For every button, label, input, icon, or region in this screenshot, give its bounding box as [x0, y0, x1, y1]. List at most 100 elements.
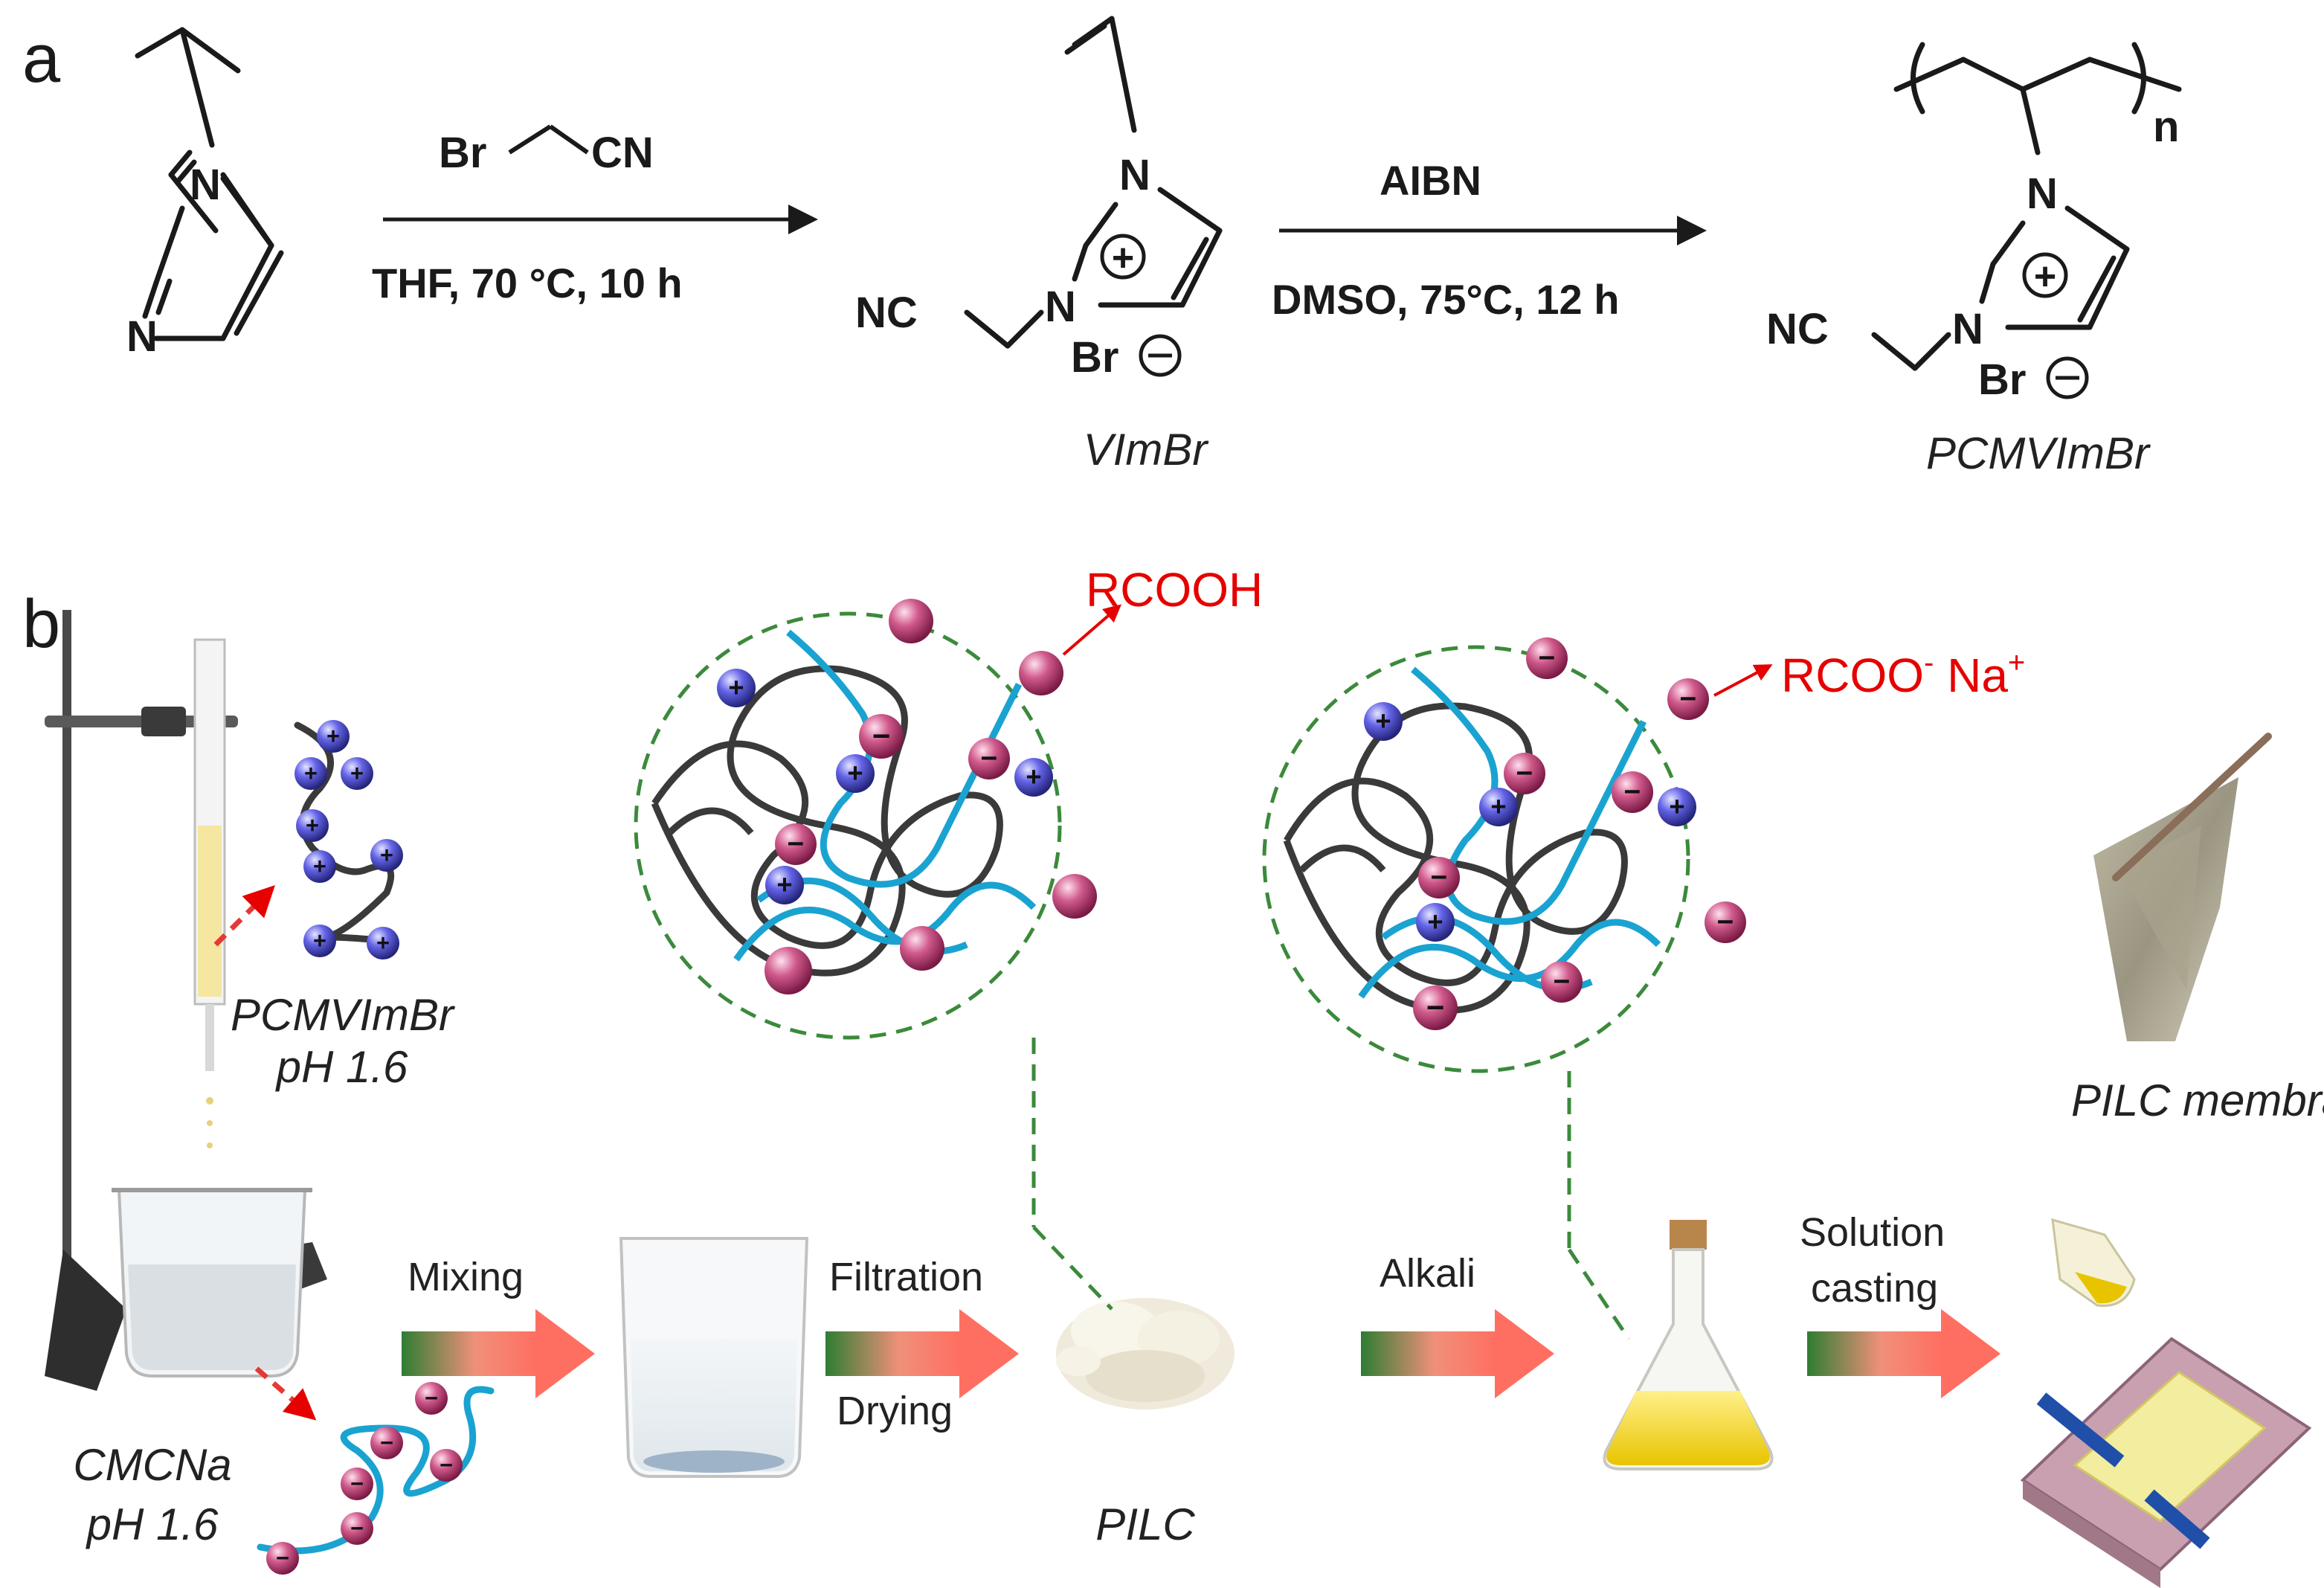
- svg-text:−: −: [1554, 966, 1571, 998]
- svg-text:+: +: [350, 760, 364, 786]
- anion-bead: −: [968, 738, 1010, 779]
- svg-text:−: −: [440, 1452, 453, 1478]
- membrane-label: PILC membrane: [2071, 1076, 2324, 1125]
- svg-text:−: −: [1624, 777, 1641, 809]
- anion-bead: −: [1418, 857, 1460, 899]
- alkali-arrow-shaft: [1361, 1331, 1495, 1376]
- anion-bead: [1052, 874, 1097, 919]
- anion-bead: −: [1612, 771, 1653, 813]
- acid-pointer: [1062, 604, 1122, 656]
- mold-clamp-right: [2144, 1489, 2210, 1549]
- svg-text:+: +: [1112, 237, 1134, 280]
- svg-text:+: +: [313, 853, 326, 879]
- vimbr-name: VImBr: [1084, 425, 1209, 475]
- reagent-cn: CN: [591, 129, 654, 177]
- casting-arrow-head: [1941, 1309, 2000, 1398]
- polycation-ph: pH 1.6: [275, 1042, 408, 1092]
- mixing-arrow-shaft: [402, 1331, 535, 1376]
- anion-bead: −: [430, 1449, 463, 1482]
- svg-text:+: +: [1490, 791, 1506, 822]
- alkali-arrow-head: [1495, 1309, 1554, 1398]
- svg-text:+: +: [1375, 706, 1391, 736]
- beaker-cmcna: [112, 1188, 312, 1378]
- cation-bead: +: [367, 927, 399, 959]
- zoom1-group: RCOOH: [1086, 563, 1263, 617]
- vimbr-n-top: N: [1119, 151, 1150, 199]
- cation-bead: +: [303, 850, 336, 883]
- svg-text:−: −: [1426, 990, 1445, 1025]
- anion-bead: −: [341, 1468, 373, 1500]
- svg-text:+: +: [847, 758, 863, 788]
- svg-text:−: −: [1717, 907, 1734, 939]
- cation-bead: +: [1014, 758, 1053, 797]
- svg-text:+: +: [326, 723, 340, 749]
- burette: [193, 638, 226, 1148]
- vimbr-plus-charge: +: [1100, 234, 1146, 280]
- pcmvimbr-br: Br: [1978, 356, 2026, 404]
- beaker-mixture: [619, 1237, 809, 1478]
- svg-text:+: +: [728, 672, 744, 703]
- dashed-arrow-polyanion: [254, 1366, 317, 1421]
- filtration-arrow-shaft: [825, 1331, 959, 1376]
- svg-text:−: −: [1516, 758, 1533, 790]
- svg-text:−: −: [981, 743, 998, 775]
- svg-text:−: −: [350, 1515, 364, 1541]
- polyanion-label: CMCNa: [73, 1440, 231, 1490]
- cation-bead: +: [1364, 702, 1403, 741]
- svg-text:−: −: [350, 1470, 364, 1497]
- monomer-n3: N: [126, 312, 158, 361]
- cation-bead: +: [296, 809, 329, 842]
- zoom2-sup-minus: -: [1924, 646, 1934, 679]
- cation-bead: +: [370, 839, 403, 872]
- zoom2-text: RCOO- Na+: [1781, 646, 2025, 702]
- polycation-beads: ++++++++: [294, 720, 403, 959]
- anion-bead: −: [859, 714, 904, 759]
- pilc-label: PILC: [1095, 1499, 1195, 1549]
- anion-bead: −: [1667, 678, 1709, 720]
- svg-text:+: +: [380, 842, 393, 868]
- cation-bead: +: [1416, 903, 1455, 942]
- pcmvimbr-n-top: N: [2027, 170, 2058, 218]
- step-alkali: Alkali: [1380, 1251, 1475, 1296]
- step-mixing: Mixing: [408, 1255, 524, 1299]
- svg-text:−: −: [788, 829, 805, 861]
- casting-mold: [2020, 1337, 2312, 1588]
- vimbr-structure: [964, 16, 1223, 349]
- anion-bead: [765, 947, 812, 994]
- svg-text:−: −: [872, 719, 891, 753]
- step-filtration: Filtration: [829, 1255, 983, 1299]
- anion-bead: −: [1705, 901, 1746, 943]
- pcmvimbr-n-bottom: N: [1952, 305, 1983, 353]
- zoom1-beads: −−+++−+: [717, 599, 1097, 994]
- cation-bead: +: [1479, 788, 1518, 826]
- aibn-label: AIBN: [1380, 157, 1481, 204]
- pcmvimbr-plus-charge: +: [2022, 252, 2068, 298]
- svg-text:+: +: [304, 760, 318, 786]
- vimbr-n-bottom: N: [1045, 283, 1076, 331]
- svg-text:+: +: [1669, 791, 1684, 822]
- erlenmeyer-flask: [1603, 1220, 1774, 1470]
- vimbr-minus-charge: [1139, 334, 1182, 377]
- conditions-1: THF, 70 °C, 10 h: [372, 260, 683, 306]
- svg-text:−: −: [1680, 684, 1697, 716]
- panel-a-label: a: [22, 21, 61, 97]
- cation-bead: +: [317, 720, 350, 753]
- casting-arrow-shaft: [1807, 1331, 1941, 1376]
- panel-b-label: b: [22, 586, 60, 662]
- pouring-flask: [2051, 1218, 2136, 1308]
- anion-bead: −: [1504, 753, 1545, 794]
- svg-text:−: −: [425, 1385, 438, 1411]
- vinylimidazole-structure: [135, 27, 284, 341]
- polyanion-chain: [257, 1386, 495, 1555]
- monomer-ring-left: [142, 205, 185, 319]
- anion-bead: −: [1541, 961, 1583, 1003]
- zoom2-na: Na: [1934, 649, 2008, 702]
- anion-bead: −: [1413, 986, 1458, 1030]
- svg-text:+: +: [776, 869, 792, 900]
- vimbr-br: Br: [1071, 333, 1118, 382]
- anion-bead: −: [266, 1542, 299, 1575]
- mixing-arrow-head: [535, 1309, 595, 1398]
- anion-bead: [900, 926, 944, 971]
- cation-bead: +: [341, 757, 373, 790]
- cation-bead: +: [717, 669, 756, 707]
